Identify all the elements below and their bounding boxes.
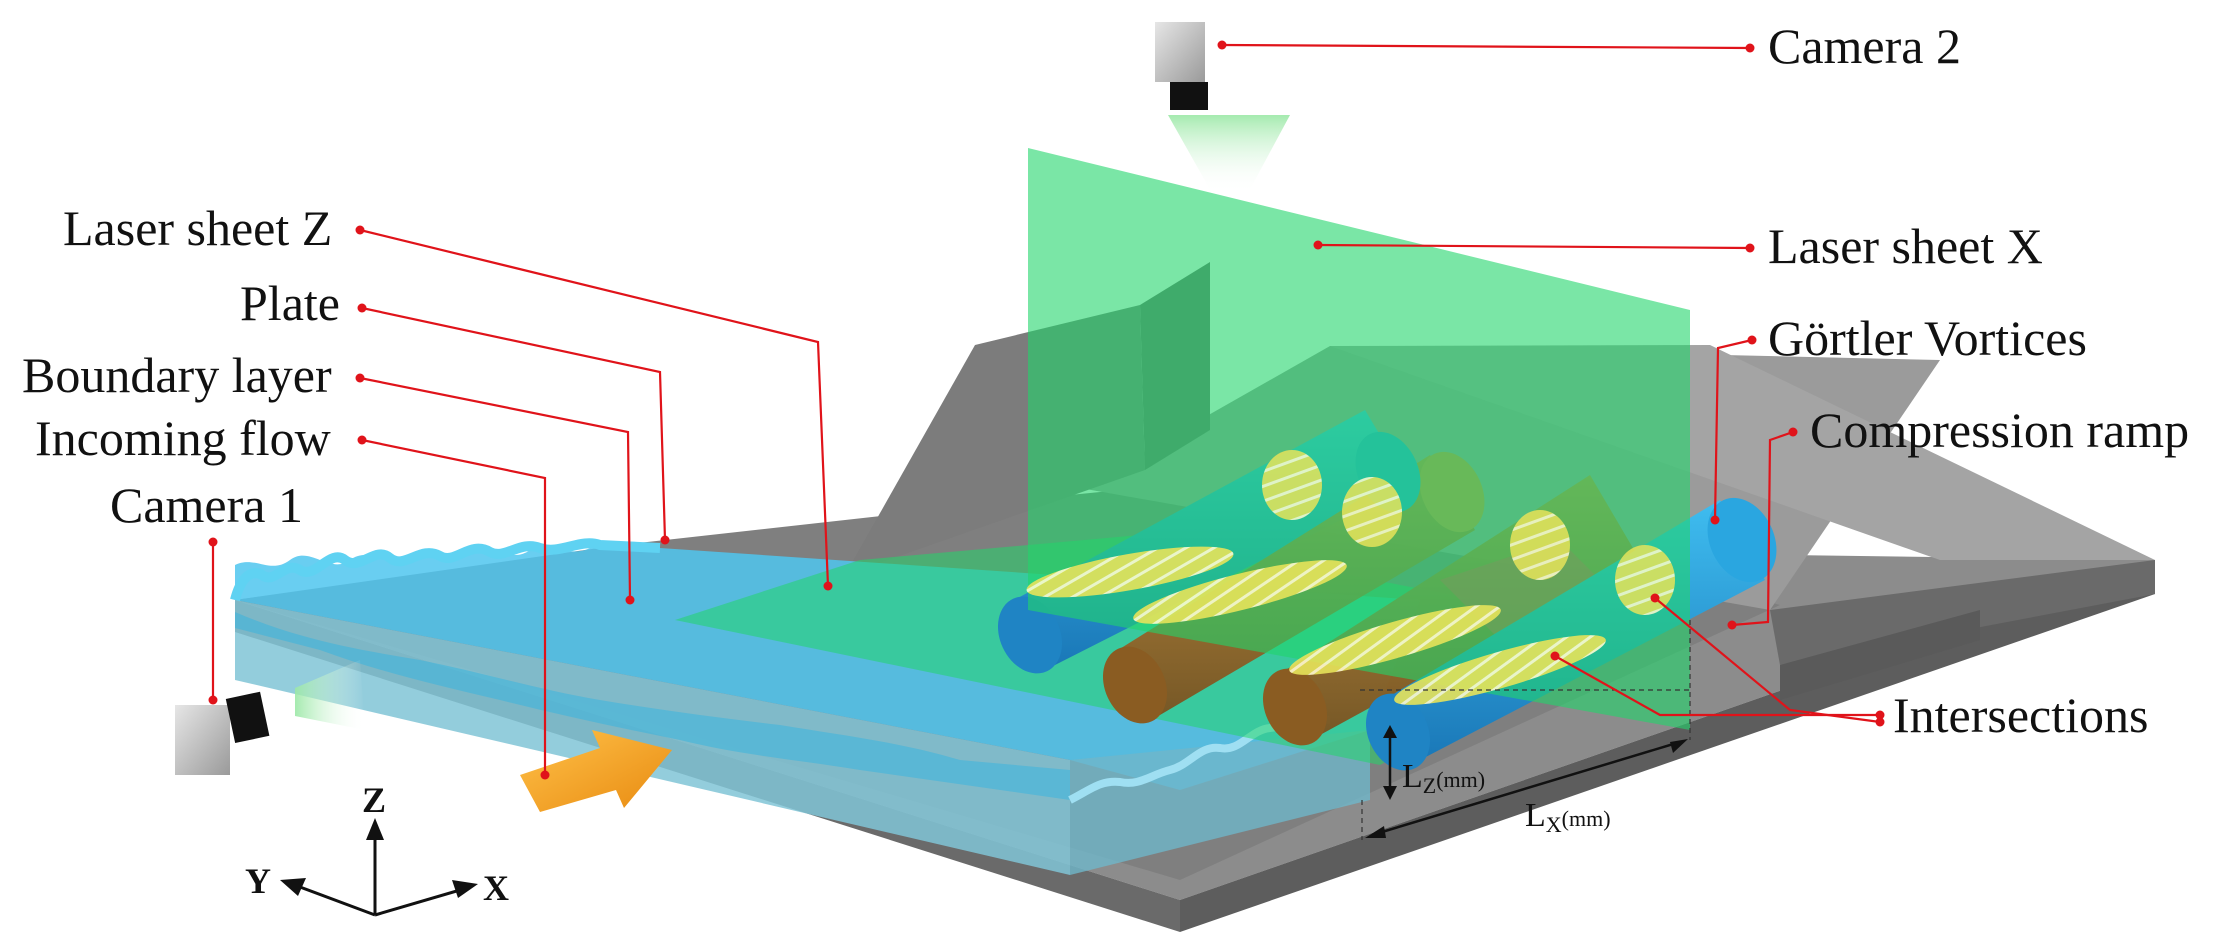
lx-label: LX(mm) bbox=[1525, 797, 1611, 837]
laser-sheet-x bbox=[1028, 148, 1690, 730]
camera-2 bbox=[1155, 22, 1290, 193]
label-intersections: Intersections bbox=[1893, 687, 2148, 743]
axis-z-label: Z bbox=[362, 780, 386, 820]
axis-y-label: Y bbox=[245, 861, 271, 901]
label-incoming-flow: Incoming flow bbox=[35, 410, 331, 466]
callout-labels: Camera 2 Laser sheet Z Laser sheet X Pla… bbox=[22, 18, 2189, 743]
label-boundary-layer: Boundary layer bbox=[22, 347, 332, 403]
label-compression-ramp: Compression ramp bbox=[1810, 402, 2189, 458]
label-camera-1: Camera 1 bbox=[110, 477, 303, 533]
label-camera-2: Camera 2 bbox=[1768, 18, 1961, 74]
flow-arrow bbox=[520, 730, 672, 812]
label-laser-sheet-z: Laser sheet Z bbox=[63, 200, 332, 256]
axis-x-label: X bbox=[483, 868, 509, 908]
axes-triad: Z Y X bbox=[245, 780, 509, 917]
label-plate: Plate bbox=[240, 275, 340, 331]
lz-label: LZ(mm) bbox=[1402, 758, 1485, 798]
label-laser-sheet-x: Laser sheet X bbox=[1768, 218, 2043, 274]
leader-lines bbox=[208, 40, 1885, 780]
camera-1 bbox=[175, 660, 365, 775]
dimension-lx: LX(mm) bbox=[1361, 620, 1691, 840]
label-gortler-vortices: Görtler Vortices bbox=[1768, 310, 2087, 366]
dimension-lz: LZ(mm) bbox=[1360, 689, 1690, 800]
